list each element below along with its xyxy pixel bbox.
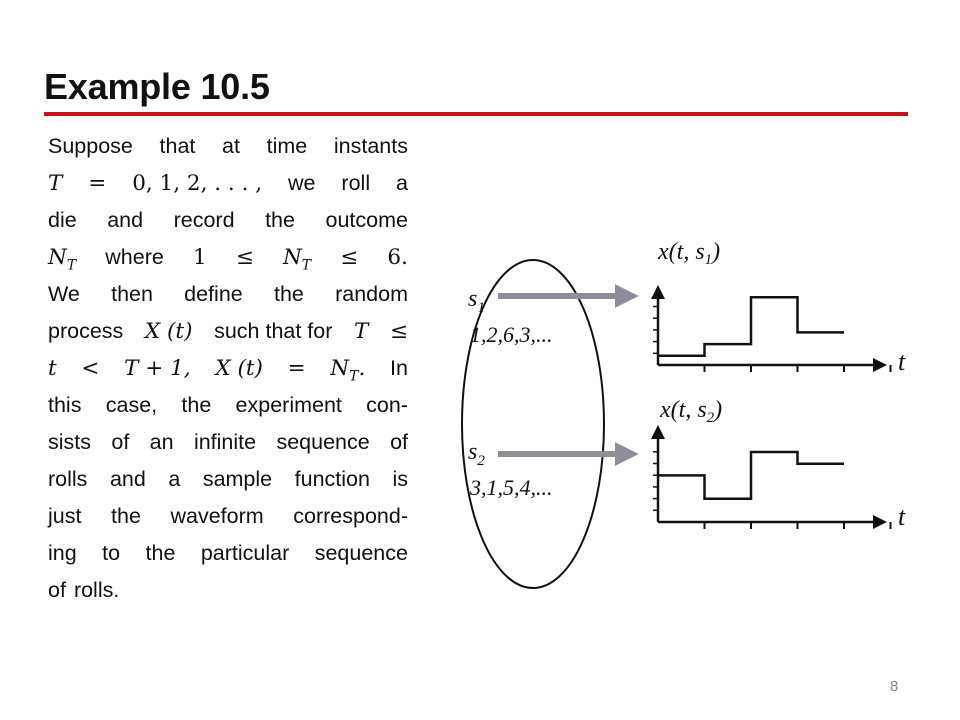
text-line-9: sists of an infinite sequence of xyxy=(48,430,408,454)
outcome-s2-sequence: 3,1,5,4,... xyxy=(469,475,553,500)
sample-space-ellipse xyxy=(461,259,605,589)
plot1-t-label: t xyxy=(898,347,906,376)
text-line-12: ing to the particular sequence xyxy=(48,541,408,565)
description-paragraph: Suppose that at time instants T = 0, 1, … xyxy=(48,128,408,609)
text-line-4: NT where 1 ≤ NT ≤ 6. xyxy=(48,245,408,274)
text-line-1: Suppose that at time instants xyxy=(48,134,408,158)
text-line-11: just the waveform correspond- xyxy=(48,504,408,528)
plot2-title: x(t, s2) xyxy=(659,397,722,426)
text-line-2: T = 0, 1, 2, . . . , we roll a xyxy=(48,171,408,196)
plot2-y-arrowhead xyxy=(651,425,665,439)
slide-title: Example 10.5 xyxy=(44,66,270,107)
plot2-waveform xyxy=(651,425,892,529)
outcome-s1-sequence: 1,2,6,3,... xyxy=(470,322,553,347)
plot1-step-line xyxy=(658,296,844,358)
text-line-3: die and record the outcome xyxy=(48,208,408,232)
title-underline xyxy=(44,112,908,116)
plot1-y-arrowhead xyxy=(651,285,665,299)
page-number: 8 xyxy=(890,678,899,695)
plot1-waveform xyxy=(651,285,892,372)
plot1-x-arrowhead xyxy=(873,358,887,372)
text-line-10: rolls and a sample function is xyxy=(48,467,408,491)
outcome-s2-label: s2 xyxy=(468,439,485,469)
text-line-13: of rolls. xyxy=(48,578,120,602)
text-line-7: t < T + 1, X (t) = NT. In xyxy=(48,356,408,385)
outcome-s1-label: s1 xyxy=(468,286,485,316)
text-line-8: this case, the experiment con- xyxy=(48,393,408,417)
text-line-5: We then define the random xyxy=(48,282,408,306)
text-line-6: process X (t) such that for T ≤ xyxy=(48,319,408,344)
plot2-x-arrowhead xyxy=(873,515,887,529)
plot2-step-line xyxy=(658,450,844,501)
plot1-title: x(t, s1) xyxy=(657,239,720,268)
plot2-t-label: t xyxy=(898,502,906,531)
